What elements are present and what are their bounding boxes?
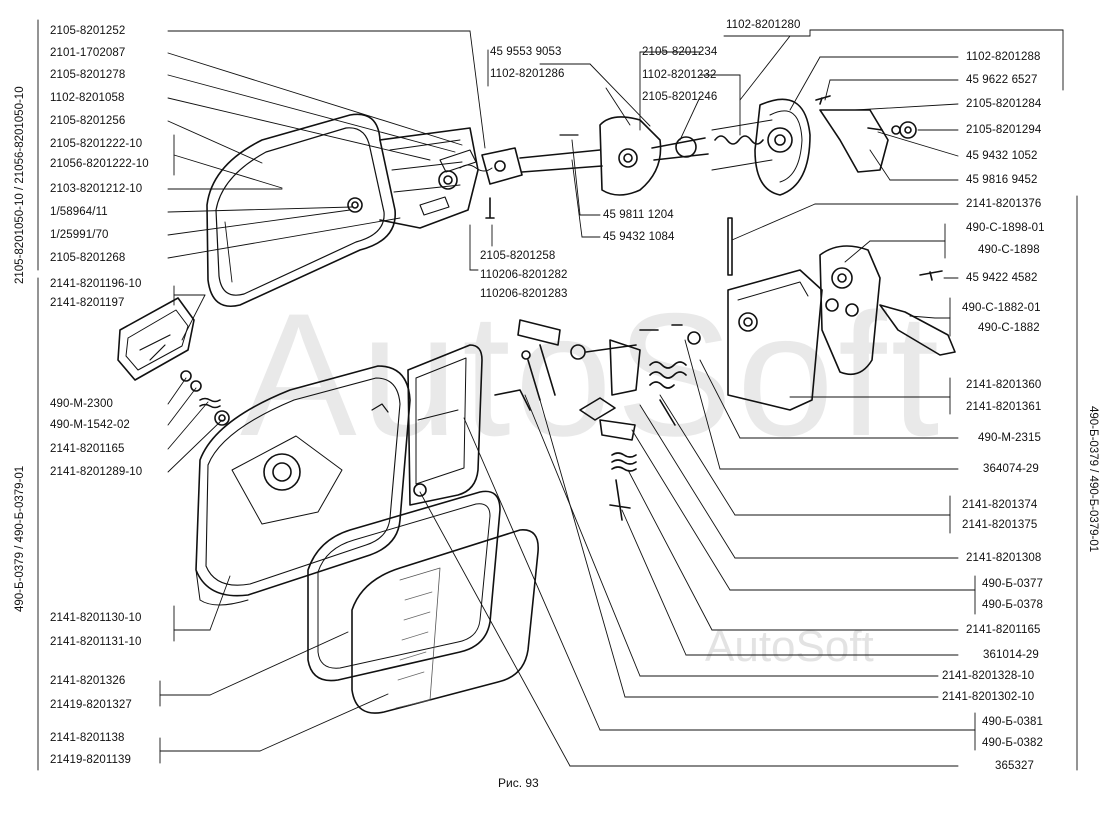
part-label: 2141-8201374 <box>962 499 1038 511</box>
part-label: 1102-8201280 <box>726 19 801 31</box>
part-label: 110206-8201283 <box>480 288 568 300</box>
part-label: 2105-8201234 <box>642 46 718 58</box>
part-label: 21419-8201327 <box>50 699 132 711</box>
part-label: 2141-8201165 <box>966 624 1041 636</box>
right-bracket-assembly <box>639 217 956 411</box>
part-label: 2103-8201212-10 <box>50 183 143 195</box>
part-label: 490-М-1542-02 <box>50 419 130 431</box>
part-label: 2141-8201360 <box>966 379 1042 391</box>
part-label: 490-С-1882-01 <box>962 302 1041 314</box>
part-label: 21056-8201222-10 <box>50 158 149 170</box>
part-label: 1/58964/11 <box>50 206 108 218</box>
part-label: 490-Б-0381 <box>982 716 1043 728</box>
side-label-right: 490-Б-0379 / 490-Б-0379-01 <box>1087 406 1099 553</box>
watermark-large: AutoSoft <box>240 278 944 473</box>
part-label: 2141-8201165 <box>50 443 125 455</box>
small-bracket-2141-8201196 <box>117 297 195 381</box>
part-label: 45 9432 1052 <box>966 150 1038 162</box>
part-label: 21419-8201139 <box>50 754 132 766</box>
part-label: 2141-8201196-10 <box>50 278 142 290</box>
part-label: 490-Б-0382 <box>982 737 1043 749</box>
part-label: 45 9432 1084 <box>603 231 675 243</box>
part-label: 2141-8201302-10 <box>942 691 1035 703</box>
part-label: 2105-8201222-10 <box>50 138 143 150</box>
part-label: 2105-8201268 <box>50 252 126 264</box>
lower-mirror-housing <box>195 365 411 606</box>
side-label-left-bottom: 490-Б-0379 / 490-Б-0379-01 <box>14 465 26 612</box>
part-label: 1102-8201286 <box>490 68 565 80</box>
part-label: 1102-8201058 <box>50 92 125 104</box>
middle-lever-mechanism <box>494 319 687 521</box>
figure-caption: Рис. 93 <box>498 776 539 790</box>
part-label: 490-С-1898-01 <box>966 222 1045 234</box>
part-label: 490-С-1882 <box>978 322 1040 334</box>
part-label: 2105-8201246 <box>642 91 718 103</box>
part-label: 490-С-1898 <box>978 244 1040 256</box>
part-label: 361014-29 <box>983 649 1039 661</box>
side-label-left-top: 2105-8201050-10 / 21056-8201050-10 <box>14 86 26 284</box>
lower-mirror-frame <box>407 344 483 506</box>
part-label: 110206-8201282 <box>480 269 568 281</box>
part-label: 1102-8201288 <box>966 51 1041 63</box>
part-label: 2105-8201258 <box>480 250 556 262</box>
part-label: 2105-8201252 <box>50 25 126 37</box>
part-label: 1102-8201232 <box>642 69 717 81</box>
part-label: 1/25991/70 <box>50 229 109 241</box>
part-label: 490-Б-0378 <box>982 599 1043 611</box>
part-label: 490-М-2315 <box>978 432 1042 444</box>
part-label: 2141-8201131-10 <box>50 636 142 648</box>
part-label: 2105-8201256 <box>50 115 126 127</box>
part-label: 2105-8201284 <box>966 98 1042 110</box>
part-label: 45 9422 4582 <box>966 272 1038 284</box>
part-label: 2105-8201278 <box>50 69 126 81</box>
top-shaft-assembly <box>459 95 917 219</box>
part-label: 490-Б-0377 <box>982 578 1043 590</box>
part-label: 2101-1702087 <box>50 47 126 59</box>
part-label: 2105-8201294 <box>966 124 1042 136</box>
part-label: 2141-8201308 <box>966 552 1042 564</box>
part-label: 2141-8201197 <box>50 297 125 309</box>
small-fasteners <box>180 370 230 426</box>
part-label: 45 9816 9452 <box>966 174 1038 186</box>
part-label: 2141-8201376 <box>966 198 1042 210</box>
part-label: 45 9622 6527 <box>966 74 1038 86</box>
mirror-seal <box>307 490 501 682</box>
part-label: 2141-8201289-10 <box>50 466 143 478</box>
part-label: 2141-8201130-10 <box>50 612 142 624</box>
part-label: 2141-8201361 <box>966 401 1042 413</box>
part-label: 490-М-2300 <box>50 398 114 410</box>
part-label: 2141-8201328-10 <box>942 670 1035 682</box>
part-label: 45 9553 9053 <box>490 46 562 58</box>
part-label: 2141-8201326 <box>50 675 126 687</box>
part-label: 365327 <box>995 760 1034 772</box>
part-label: 45 9811 1204 <box>603 209 674 221</box>
part-label: 364074-29 <box>983 463 1039 475</box>
part-label: 2141-8201375 <box>962 519 1038 531</box>
part-label: 2141-8201138 <box>50 732 125 744</box>
top-mirror-body <box>206 113 396 307</box>
mirror-glass <box>351 529 539 714</box>
top-mirror-mechanism <box>347 127 479 229</box>
